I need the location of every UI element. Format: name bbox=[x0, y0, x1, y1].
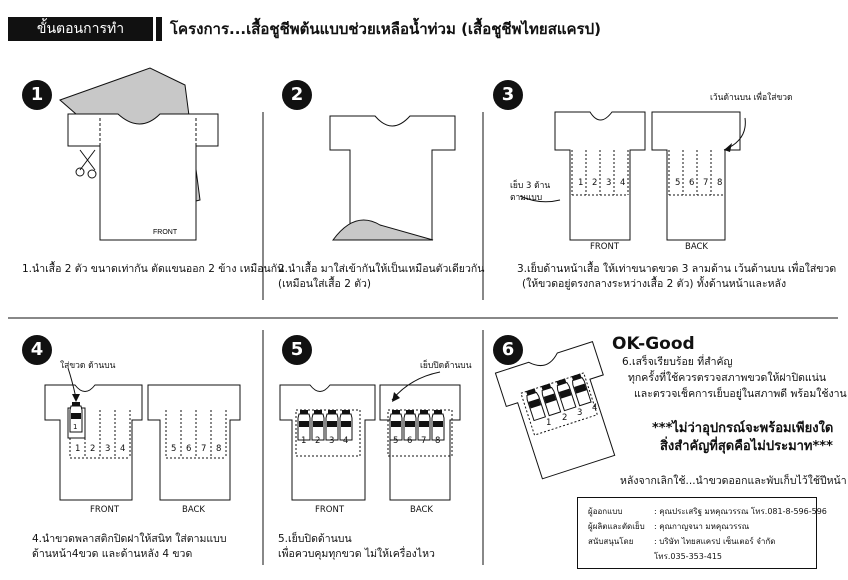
step3-note-left-1: เย็บ 3 ด้าน bbox=[510, 181, 551, 191]
step5-front-num: 4 bbox=[343, 436, 349, 446]
step1-front-label: FRONT bbox=[153, 229, 178, 236]
credit-row: สนับสนุนโดย: บริษัท ไทยสแครป เซ็นเตอร์ จ… bbox=[588, 537, 776, 546]
step5-back-num: 8 bbox=[435, 436, 441, 446]
step4-front-num: 4 bbox=[120, 444, 126, 454]
step3-back-num: 6 bbox=[689, 178, 695, 188]
step2-caption-2: (เหมือนใส่เสื้อ 2 ตัว) bbox=[278, 278, 372, 290]
step-2-badge: 2 bbox=[282, 80, 312, 110]
step4-back-label: BACK bbox=[182, 505, 206, 515]
step3-front-num: 1 bbox=[578, 178, 584, 188]
step6-caption-3: และตรวจเช็คการเย็บอยู่ในสภาพดี พร้อมใช้ง… bbox=[634, 388, 847, 400]
step5-front-num: 1 bbox=[301, 436, 307, 446]
step3-note-left-2: ตามแบบ bbox=[510, 193, 543, 203]
step3-shirts bbox=[519, 111, 746, 241]
credit-row: ผู้ผลิตและตัดเย็บ: คุณกาญจนา มหคุณวรรณ bbox=[588, 522, 750, 531]
step3-front-label: FRONT bbox=[590, 242, 620, 252]
step3-back-label: BACK bbox=[685, 242, 709, 252]
step-6-badge: 6 bbox=[493, 335, 523, 365]
step-1-badge: 1 bbox=[22, 80, 52, 110]
step6-num: 4 bbox=[592, 403, 598, 413]
step5-front-label: FRONT bbox=[315, 505, 345, 515]
step4-back-num: 5 bbox=[171, 444, 177, 454]
step3-front-num: 4 bbox=[620, 178, 626, 188]
step4-note-top: ใส่ขวด ด้านบน bbox=[60, 361, 116, 371]
step3-caption-2: (ให้ขวดอยู่ตรงกลางระหว่างเสื้อ 2 ตัว) ทั… bbox=[522, 278, 787, 290]
step5-front-num: 3 bbox=[329, 436, 335, 446]
credit-row: ผู้ออกแบบ: คุณประเสริฐ มหคุณวรรณ โทร.081… bbox=[588, 507, 827, 516]
step6-shirt bbox=[494, 340, 616, 480]
step3-note-top: เว้นด้านบน เพื่อใส่ขวด bbox=[710, 93, 793, 103]
step6-num: 3 bbox=[577, 408, 583, 418]
step5-caption-2: เพื่อควบคุมทุกขวด ไม่ให้เครื่องไหว bbox=[278, 548, 435, 560]
step3-caption-1: 3.เย็บด้านหน้าเสื้อ ให้เท่าขนาดขวด 3 ลาม… bbox=[517, 263, 837, 275]
step5-front-num: 2 bbox=[315, 436, 321, 446]
step2-shirt bbox=[329, 115, 456, 241]
step4-back-num: 6 bbox=[186, 444, 192, 454]
step4-front-label: FRONT bbox=[90, 505, 120, 515]
step6-num: 2 bbox=[562, 413, 568, 423]
step5-back-num: 6 bbox=[407, 436, 413, 446]
warning-line-2: สิ่งสำคัญที่สุดคือไม่ประมาท*** bbox=[660, 439, 833, 454]
warning-line-1: ***ไม่ว่าอุปกรณ์จะพร้อมเพียงใด bbox=[652, 421, 834, 436]
step4-front-num: 3 bbox=[105, 444, 111, 454]
step6-caption-1: 6.เสร็จเรียบร้อย ที่สำคัญ bbox=[622, 356, 733, 368]
step4-held-num: 1 bbox=[73, 423, 78, 431]
ok-good-label: OK-Good bbox=[612, 334, 695, 354]
credit-row: โทร.035-353-415 bbox=[654, 552, 722, 561]
step-4-badge: 4 bbox=[22, 335, 52, 365]
header-tag: ขั้นตอนการทำ bbox=[8, 17, 153, 41]
step4-shirts bbox=[44, 367, 241, 501]
credits-box: ผู้ออกแบบ: คุณประเสริฐ มหคุณวรรณ โทร.081… bbox=[577, 497, 827, 569]
step3-front-num: 2 bbox=[592, 178, 598, 188]
step6-caption-2: ทุกครั้งที่ใช้ควรตรวจสภาพขวดให้ฝาปิดแน่น bbox=[628, 372, 827, 384]
step5-caption-1: 5.เย็บปิดด้านบน bbox=[278, 533, 352, 545]
step5-note-top: เย็บปิดด้านบน bbox=[420, 361, 472, 371]
after-use-note: หลังจากเลิกใช้...นำขวดออกและพับเก็บไว้ใช… bbox=[620, 475, 847, 487]
step3-front-num: 3 bbox=[606, 178, 612, 188]
step5-back-label: BACK bbox=[410, 505, 434, 515]
panel-dividers bbox=[8, 112, 838, 565]
step1-shirt bbox=[59, 67, 219, 241]
step4-back-num: 8 bbox=[216, 444, 222, 454]
step3-back-num: 5 bbox=[675, 178, 681, 188]
step5-back-num: 5 bbox=[393, 436, 399, 446]
step6-num: 1 bbox=[546, 418, 552, 428]
step4-caption-1: 4.นำขวดพลาสติกปิดฝาให้สนิท ใส่ตามแบบ bbox=[32, 533, 227, 545]
step3-back-num: 7 bbox=[703, 178, 709, 188]
step-3-badge: 3 bbox=[493, 80, 523, 110]
header-divider bbox=[156, 17, 162, 41]
step2-caption-1: 2.นำเสื้อ มาใส่เข้ากันให้เป็นเหมือนตัวเด… bbox=[278, 263, 485, 275]
step4-back-num: 7 bbox=[201, 444, 207, 454]
step3-back-num: 8 bbox=[717, 178, 723, 188]
step5-back-num: 7 bbox=[421, 436, 427, 446]
step1-caption: 1.นำเสื้อ 2 ตัว ขนาดเท่ากัน ตัดแขนออก 2 … bbox=[22, 263, 285, 275]
step4-front-num: 2 bbox=[90, 444, 96, 454]
step4-caption-2: ด้านหน้า4ขวด และด้านหลัง 4 ขวด bbox=[32, 548, 193, 560]
step-5-badge: 5 bbox=[282, 335, 312, 365]
step4-front-num: 1 bbox=[75, 444, 81, 454]
page-title: โครงการ...เสื้อชูชีพต้นแบบช่วยเหลือน้ำท่… bbox=[170, 20, 601, 38]
